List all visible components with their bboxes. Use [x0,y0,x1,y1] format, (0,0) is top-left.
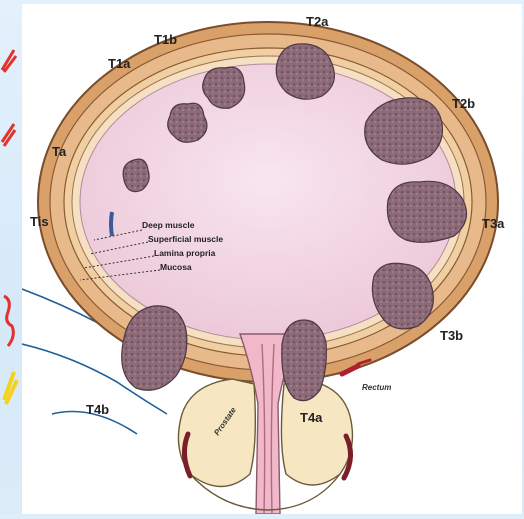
label-t1a: T1a [108,56,131,71]
label-lamina-propria: Lamina propria [154,248,216,258]
label-ta: Ta [52,144,67,159]
label-mucosa: Mucosa [160,262,192,272]
label-tis: Tis [30,214,49,229]
label-t2a: T2a [306,14,329,29]
bladder-diagram: Prostate Rectum Deep muscle Superficial … [22,4,522,514]
red-mark-2 [2,124,15,146]
tumor-t1a [168,103,207,142]
label-t1b: T1b [154,32,177,47]
tumor-ta [123,159,149,192]
left-margin-decorations [0,0,22,514]
bladder-staging-figure: Prostate Rectum Deep muscle Superficial … [22,4,522,514]
margin-marks [0,0,22,514]
label-deep-muscle: Deep muscle [142,220,195,230]
tumor-t2a [276,44,334,99]
label-t2b: T2b [452,96,475,111]
label-superficial-muscle: Superficial muscle [148,234,223,244]
label-t3a: T3a [482,216,505,231]
label-t3b: T3b [440,328,463,343]
label-t4a: T4a [300,410,323,425]
label-t4b: T4b [86,402,109,417]
tumor-tis [111,212,112,236]
rectum-label: Rectum [362,383,391,392]
yellow-mark [4,372,17,404]
red-mark-3 [4,296,13,346]
tumor-t4a [282,320,327,401]
red-mark-1 [2,50,16,72]
tumor-t3a [387,181,466,242]
